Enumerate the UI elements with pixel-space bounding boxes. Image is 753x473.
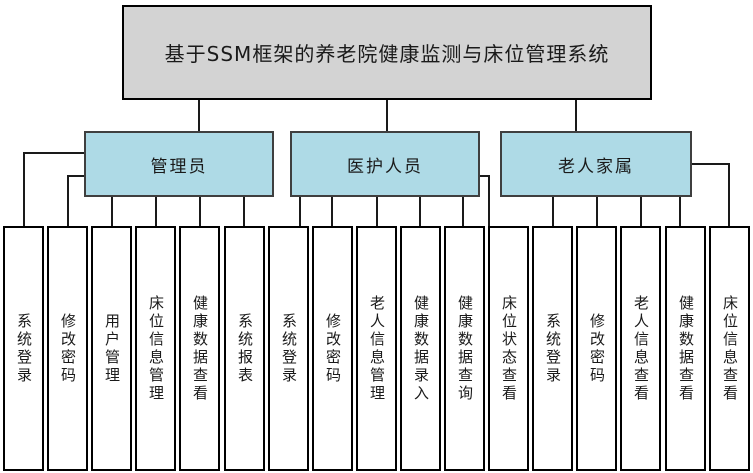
leaf-label: 健康数据查询 — [456, 294, 474, 403]
connector-medical-leaf5 — [462, 197, 464, 226]
leaf-family-health-data-view: 健康数据查看 — [665, 226, 706, 471]
connector-root-family — [575, 100, 577, 131]
leaf-label: 健康数据查看 — [191, 294, 209, 403]
leaf-label: 系统报表 — [236, 312, 254, 385]
leaf-admin-bed-info-management: 床位信息管理 — [135, 226, 176, 471]
leaf-medical-bed-status-view: 床位状态查看 — [488, 226, 529, 471]
leaf-admin-change-password: 修改密码 — [47, 226, 88, 471]
leaf-medical-elder-info-management: 老人信息管理 — [356, 226, 397, 471]
leaf-label: 修改密码 — [59, 312, 77, 385]
role-node-medical: 医护人员 — [290, 131, 480, 197]
connector-medical-leaf1 — [299, 197, 301, 226]
role-label-admin: 管理员 — [150, 156, 208, 177]
connector-family-bedinfo-v — [728, 163, 730, 226]
leaf-label: 系统登录 — [15, 312, 33, 385]
leaf-label: 修改密码 — [588, 312, 606, 385]
connector-root-admin — [198, 100, 200, 131]
connector-medical-leaf2 — [331, 197, 333, 226]
leaf-admin-system-login: 系统登录 — [3, 226, 44, 471]
connector-family-leaf3 — [640, 197, 642, 226]
connector-admin-login-h — [23, 152, 84, 154]
leaf-label: 床位信息查看 — [721, 294, 739, 403]
leaf-label: 系统登录 — [280, 312, 298, 385]
connector-family-bedinfo-h — [692, 163, 730, 165]
leaf-family-elder-info-view: 老人信息查看 — [620, 226, 661, 471]
diagram-title: 基于SSM框架的养老院健康监测与床位管理系统 — [164, 42, 610, 66]
leaf-label: 用户管理 — [103, 312, 121, 385]
role-label-family: 老人家属 — [558, 156, 634, 177]
leaf-label: 老人信息管理 — [368, 294, 386, 403]
leaf-label: 系统登录 — [544, 312, 562, 385]
leaf-medical-health-data-query: 健康数据查询 — [444, 226, 485, 471]
leaf-admin-user-management: 用户管理 — [91, 226, 132, 471]
leaf-label: 床位信息管理 — [147, 294, 165, 403]
leaf-admin-health-data-view: 健康数据查看 — [179, 226, 220, 471]
role-node-family: 老人家属 — [500, 131, 692, 197]
leaf-label: 健康数据录入 — [412, 294, 430, 403]
connector-family-leaf4 — [679, 197, 681, 226]
leaf-medical-system-login: 系统登录 — [268, 226, 309, 471]
connector-admin-password-v — [67, 175, 69, 226]
connector-family-leaf1 — [552, 197, 554, 226]
leaf-family-system-login: 系统登录 — [532, 226, 573, 471]
connector-medical-bedstatus-v — [488, 175, 490, 226]
leaf-admin-system-report: 系统报表 — [224, 226, 265, 471]
connector-admin-password-h — [67, 175, 84, 177]
connector-medical-leaf4 — [419, 197, 421, 226]
connector-admin-leaf5 — [199, 197, 201, 226]
leaf-family-bed-info-view: 床位信息查看 — [709, 226, 750, 471]
leaf-family-change-password: 修改密码 — [576, 226, 617, 471]
role-label-medical: 医护人员 — [347, 156, 423, 177]
leaf-label: 老人信息查看 — [632, 294, 650, 403]
leaf-medical-health-data-entry: 健康数据录入 — [400, 226, 441, 471]
connector-admin-login-v — [23, 152, 25, 226]
role-node-admin: 管理员 — [84, 131, 274, 197]
connector-family-leaf2 — [596, 197, 598, 226]
connector-admin-leaf3 — [111, 197, 113, 226]
connector-medical-bedstatus-h — [480, 175, 490, 177]
connector-admin-leaf6 — [243, 197, 245, 226]
connector-medical-leaf3 — [376, 197, 378, 226]
leaf-label: 健康数据查看 — [677, 294, 695, 403]
root-node: 基于SSM框架的养老院健康监测与床位管理系统 — [122, 5, 652, 100]
leaf-medical-change-password: 修改密码 — [312, 226, 353, 471]
leaf-label: 修改密码 — [324, 312, 342, 385]
leaf-label: 床位状态查看 — [500, 294, 518, 403]
connector-root-medical — [386, 100, 388, 131]
connector-admin-leaf4 — [155, 197, 157, 226]
